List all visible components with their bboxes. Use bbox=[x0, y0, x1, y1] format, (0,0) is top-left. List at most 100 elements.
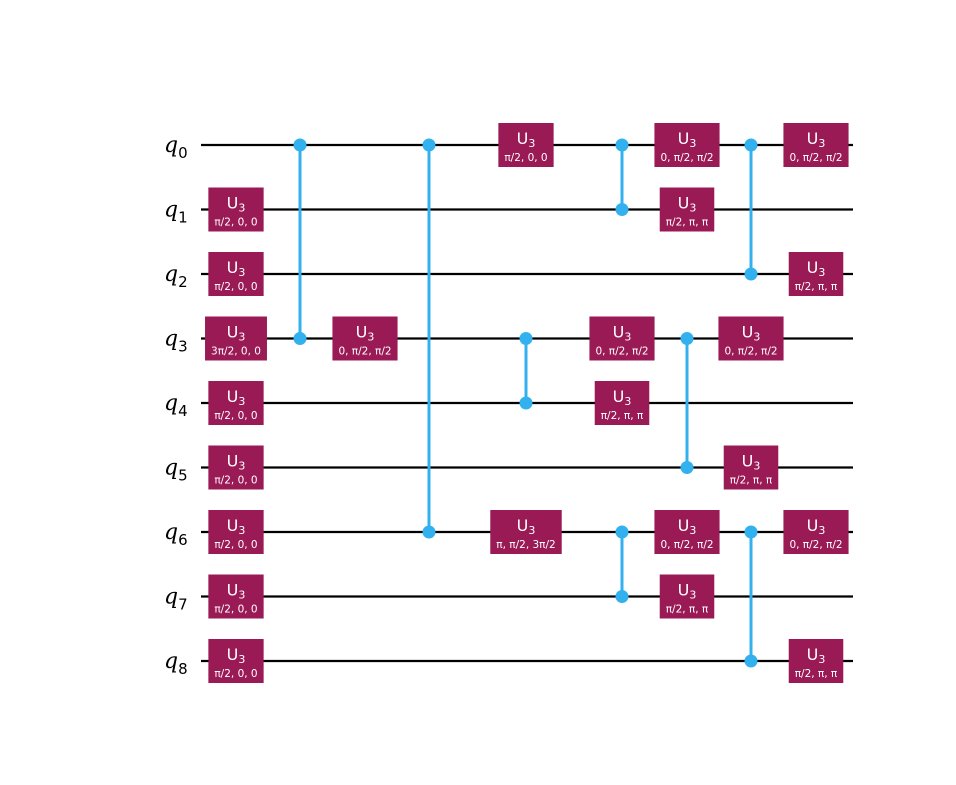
qubit-label-8: q8 bbox=[164, 649, 188, 678]
qubit-label-5: q5 bbox=[164, 456, 188, 485]
qubit-label-base: q bbox=[164, 262, 178, 287]
gate-box bbox=[718, 316, 784, 361]
qubit-label-index: 1 bbox=[178, 209, 188, 227]
gate-name-subscript: 3 bbox=[818, 137, 825, 150]
control-dot bbox=[519, 332, 533, 345]
qubit-label-base: q bbox=[164, 198, 178, 223]
gate-box bbox=[490, 510, 562, 554]
cz-gate-3-5 bbox=[680, 332, 694, 474]
qubit-label-index: 8 bbox=[178, 660, 188, 678]
u3-gate: U3π/2, π, π bbox=[659, 574, 715, 619]
gate-params: π/2, π, π bbox=[666, 217, 709, 229]
gate-name: U3 bbox=[227, 387, 246, 408]
gate-name-base: U bbox=[227, 581, 239, 600]
qubit-label-index: 3 bbox=[178, 338, 188, 356]
gate-name-subscript: 3 bbox=[238, 460, 245, 473]
u3-gate: U3π/2, 0, 0 bbox=[208, 639, 264, 683]
gate-name-base: U bbox=[678, 194, 690, 213]
gate-name-base: U bbox=[356, 323, 368, 342]
u3-gate: U3π/2, 0, 0 bbox=[208, 510, 264, 554]
control-dot bbox=[293, 138, 307, 152]
qubit-label-3: q3 bbox=[164, 327, 188, 356]
qubit-label-base: q bbox=[164, 327, 178, 352]
gate-box bbox=[208, 445, 264, 490]
u3-gate: U30, π/2, π/2 bbox=[783, 123, 849, 167]
gate-name-subscript: 3 bbox=[238, 331, 245, 344]
gate-name: U3 bbox=[678, 194, 697, 215]
qubit-label-index: 4 bbox=[178, 402, 188, 420]
gate-name-base: U bbox=[517, 516, 529, 535]
gate-params: 0, π/2, π/2 bbox=[789, 152, 842, 164]
gate-box bbox=[589, 316, 655, 361]
gate-name-subscript: 3 bbox=[238, 524, 245, 537]
qubit-label-base: q bbox=[164, 585, 178, 610]
gate-name-base: U bbox=[807, 645, 819, 664]
gate-name-subscript: 3 bbox=[367, 331, 374, 344]
gate-name-subscript: 3 bbox=[624, 395, 631, 408]
gate-params: π/2, 0, 0 bbox=[214, 217, 257, 229]
gate-name: U3 bbox=[227, 452, 246, 473]
u3-gate: U3 π/2, π, π bbox=[594, 381, 650, 425]
gate-name-subscript: 3 bbox=[238, 653, 245, 666]
gate-name: U3 bbox=[227, 194, 246, 215]
control-dot bbox=[680, 461, 694, 474]
gate-params: 0, π/2, π/2 bbox=[789, 539, 842, 551]
gate-name: U3 bbox=[356, 323, 375, 344]
gate-box bbox=[788, 639, 844, 683]
qubit-label-index: 7 bbox=[178, 596, 188, 614]
gate-name-base: U bbox=[742, 323, 754, 342]
qubit-label-index: 5 bbox=[178, 467, 188, 485]
cz-gate-0-3 bbox=[293, 138, 307, 345]
control-dot bbox=[744, 525, 758, 539]
gate-name-subscript: 3 bbox=[528, 137, 535, 150]
gate-name-base: U bbox=[678, 516, 690, 535]
gate-params: π/2, π, π bbox=[601, 410, 644, 422]
gate-name: U3 bbox=[227, 516, 246, 537]
cz-gate-6-8 bbox=[744, 525, 758, 668]
gate-name-subscript: 3 bbox=[238, 266, 245, 279]
u3-gate: U3π/2, π, π bbox=[788, 639, 844, 683]
gate-name-base: U bbox=[678, 129, 690, 148]
gate-name-subscript: 3 bbox=[818, 266, 825, 279]
qubit-label-base: q bbox=[164, 520, 178, 545]
gate-name: U3 bbox=[678, 516, 697, 537]
gate-name-subscript: 3 bbox=[753, 460, 760, 473]
gate-params: π/2, π, π bbox=[666, 604, 709, 616]
gate-name: U3 bbox=[613, 387, 632, 408]
control-dot bbox=[422, 138, 436, 152]
gate-box bbox=[723, 445, 779, 490]
cz-gate-0-6 bbox=[422, 138, 436, 539]
u3-gate: U30, π/2, π/2 bbox=[783, 510, 849, 554]
control-dot bbox=[422, 525, 436, 539]
gate-box bbox=[654, 123, 720, 167]
gate-box bbox=[594, 381, 650, 425]
gate-name: U3 bbox=[517, 516, 536, 537]
gate-name-base: U bbox=[227, 387, 239, 406]
gate-box bbox=[208, 187, 264, 232]
u3-gate: U30, π/2, π/2 bbox=[718, 316, 784, 361]
gate-params: 0, π/2, π/2 bbox=[660, 539, 713, 551]
gate-name-subscript: 3 bbox=[818, 653, 825, 666]
u3-gate: U3π/2, π, π bbox=[788, 252, 844, 296]
gate-name-base: U bbox=[227, 645, 239, 664]
gate-box bbox=[332, 316, 398, 361]
gate-params: π/2, π, π bbox=[730, 475, 773, 487]
gate-name-base: U bbox=[613, 387, 625, 406]
u3-gate: U3 π/2, 0, 0 bbox=[208, 187, 264, 232]
qubit-label-index: 0 bbox=[178, 144, 188, 162]
control-dot bbox=[519, 396, 533, 410]
gate-box bbox=[783, 510, 849, 554]
gate-name: U3 bbox=[613, 323, 632, 344]
control-dot bbox=[293, 332, 307, 345]
control-dot bbox=[744, 654, 758, 668]
gate-params: π/2, 0, 0 bbox=[214, 281, 257, 293]
gate-params: 3π/2, 0, 0 bbox=[211, 346, 261, 358]
gate-name: U3 bbox=[517, 129, 536, 150]
gate-name: U3 bbox=[227, 323, 246, 344]
u3-gate: U3π/2, 0, 0 bbox=[208, 252, 264, 296]
gate-name-subscript: 3 bbox=[818, 524, 825, 537]
u3-gate: U3π/2, 0, 0 bbox=[498, 123, 554, 167]
gate-box bbox=[654, 510, 720, 554]
